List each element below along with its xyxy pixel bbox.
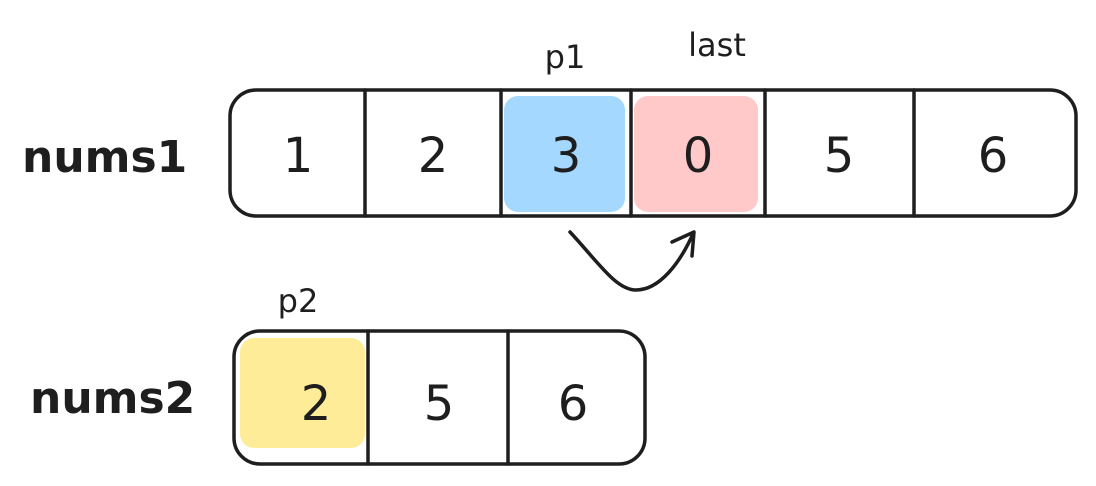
nums1-cell-value: 2 bbox=[418, 128, 449, 184]
nums1-cell-value: 0 bbox=[683, 128, 714, 184]
p1-highlight bbox=[504, 96, 625, 212]
nums2-cell-value: 6 bbox=[558, 376, 589, 432]
p1-label: p1 bbox=[545, 38, 586, 76]
move-arrow bbox=[568, 230, 694, 292]
p2-highlight bbox=[240, 338, 365, 448]
nums1-array bbox=[228, 88, 1078, 218]
nums1-label: nums1 bbox=[22, 132, 187, 183]
p2-label: p2 bbox=[278, 282, 319, 320]
nums1-cell-value: 5 bbox=[824, 128, 855, 184]
nums2-array bbox=[232, 329, 647, 466]
last-highlight bbox=[634, 96, 758, 212]
arrow-head bbox=[670, 230, 696, 258]
nums2-cell-value: 5 bbox=[424, 376, 455, 432]
nums1-cell-value: 1 bbox=[283, 128, 314, 184]
nums2-label: nums2 bbox=[30, 373, 195, 424]
last-label: last bbox=[688, 26, 746, 64]
nums1-cell-value: 3 bbox=[551, 128, 582, 184]
nums1-cell-value: 6 bbox=[978, 128, 1009, 184]
nums2-cell-value: 2 bbox=[301, 376, 332, 432]
